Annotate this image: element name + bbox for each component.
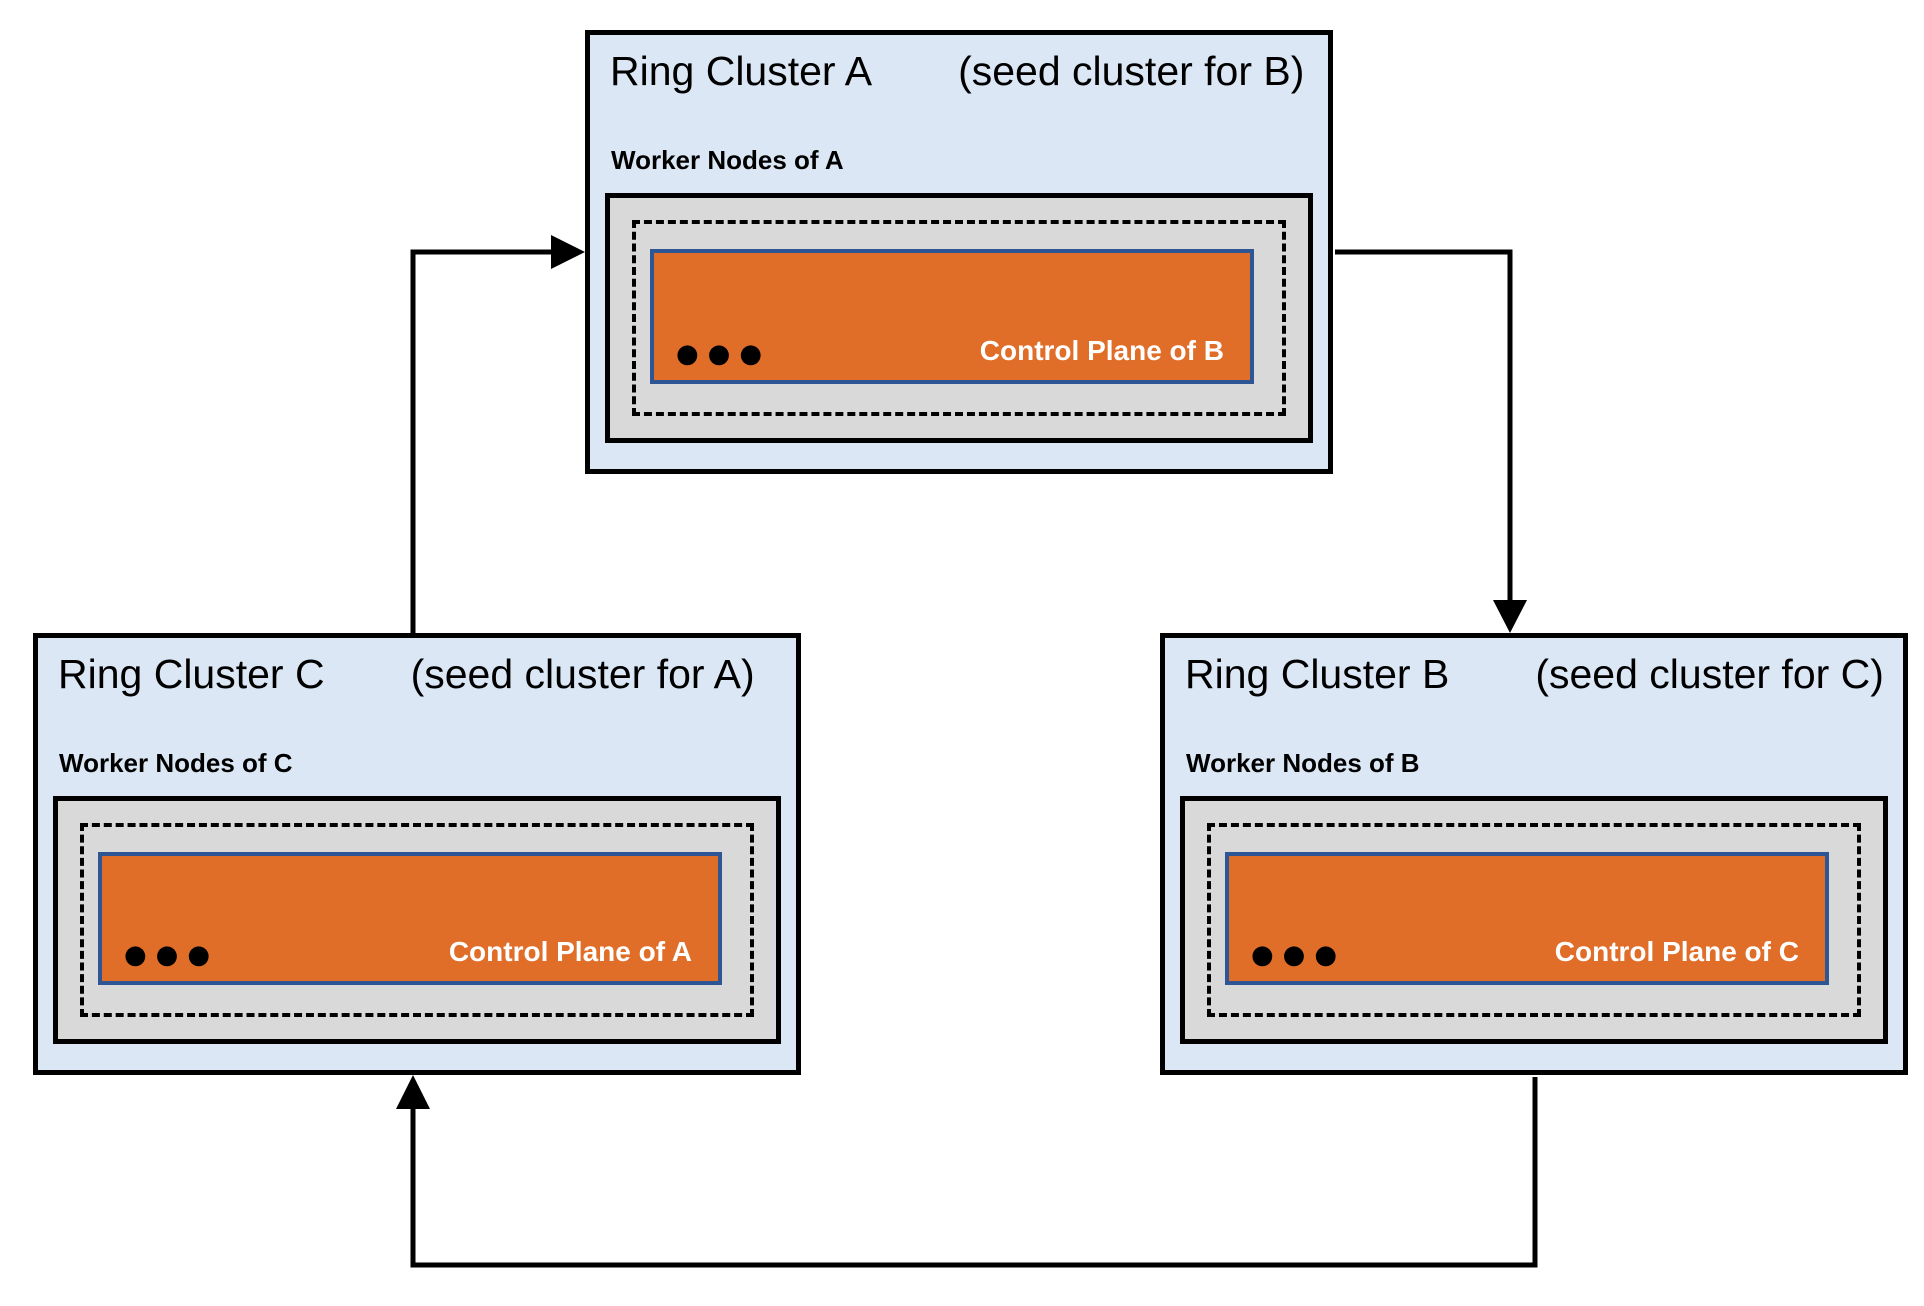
arrow-b-to-c	[396, 1075, 1538, 1268]
cluster-box-a: Ring Cluster A (seed cluster for B) Work…	[585, 30, 1333, 474]
cluster-b-seed-note: (seed cluster for C)	[1535, 651, 1884, 697]
cluster-a-seed-note: (seed cluster for B)	[958, 48, 1305, 94]
cluster-box-b: Ring Cluster B (seed cluster for C) Work…	[1160, 633, 1908, 1075]
cluster-b-worker-nodes-label: Worker Nodes of B	[1186, 748, 1420, 778]
cluster-a-title-row: Ring Cluster A (seed cluster for B)	[590, 35, 1328, 95]
ellipsis-dots: ●●●	[124, 940, 220, 970]
cluster-b-control-plane-label: Control Plane of C	[1554, 936, 1799, 968]
cluster-a-worker-nodes-label: Worker Nodes of A	[611, 145, 844, 175]
cluster-b-worker-nodes-box: ●●● Control Plane of C	[1180, 796, 1888, 1044]
cluster-c-control-plane-box: ●●● Control Plane of A	[98, 852, 722, 985]
cluster-b-name: Ring Cluster B	[1185, 651, 1450, 697]
ellipsis-dots: ●●●	[1251, 940, 1347, 970]
cluster-c-dashed-boundary: ●●● Control Plane of A	[80, 823, 754, 1017]
cluster-c-name: Ring Cluster C	[58, 651, 325, 697]
arrow-c-to-a	[410, 235, 585, 633]
cluster-a-worker-nodes-box: ●●● Control Plane of B	[605, 193, 1313, 443]
arrow-a-to-b	[1335, 249, 1527, 633]
cluster-b-title-row: Ring Cluster B (seed cluster for C)	[1165, 638, 1903, 698]
cluster-c-control-plane-label: Control Plane of A	[448, 936, 692, 968]
cluster-a-control-plane-label: Control Plane of B	[979, 335, 1224, 367]
cluster-a-dashed-boundary: ●●● Control Plane of B	[632, 220, 1286, 416]
cluster-a-name: Ring Cluster A	[610, 48, 873, 94]
cluster-c-seed-note: (seed cluster for A)	[410, 651, 755, 697]
cluster-b-control-plane-box: ●●● Control Plane of C	[1225, 852, 1829, 985]
cluster-a-control-plane-box: ●●● Control Plane of B	[650, 249, 1254, 384]
cluster-box-c: Ring Cluster C (seed cluster for A) Work…	[33, 633, 801, 1075]
cluster-c-worker-nodes-box: ●●● Control Plane of A	[53, 796, 781, 1044]
cluster-c-title-row: Ring Cluster C (seed cluster for A)	[38, 638, 796, 698]
ellipsis-dots: ●●●	[676, 339, 772, 369]
cluster-c-worker-nodes-label: Worker Nodes of C	[59, 748, 293, 778]
cluster-b-dashed-boundary: ●●● Control Plane of C	[1207, 823, 1861, 1017]
